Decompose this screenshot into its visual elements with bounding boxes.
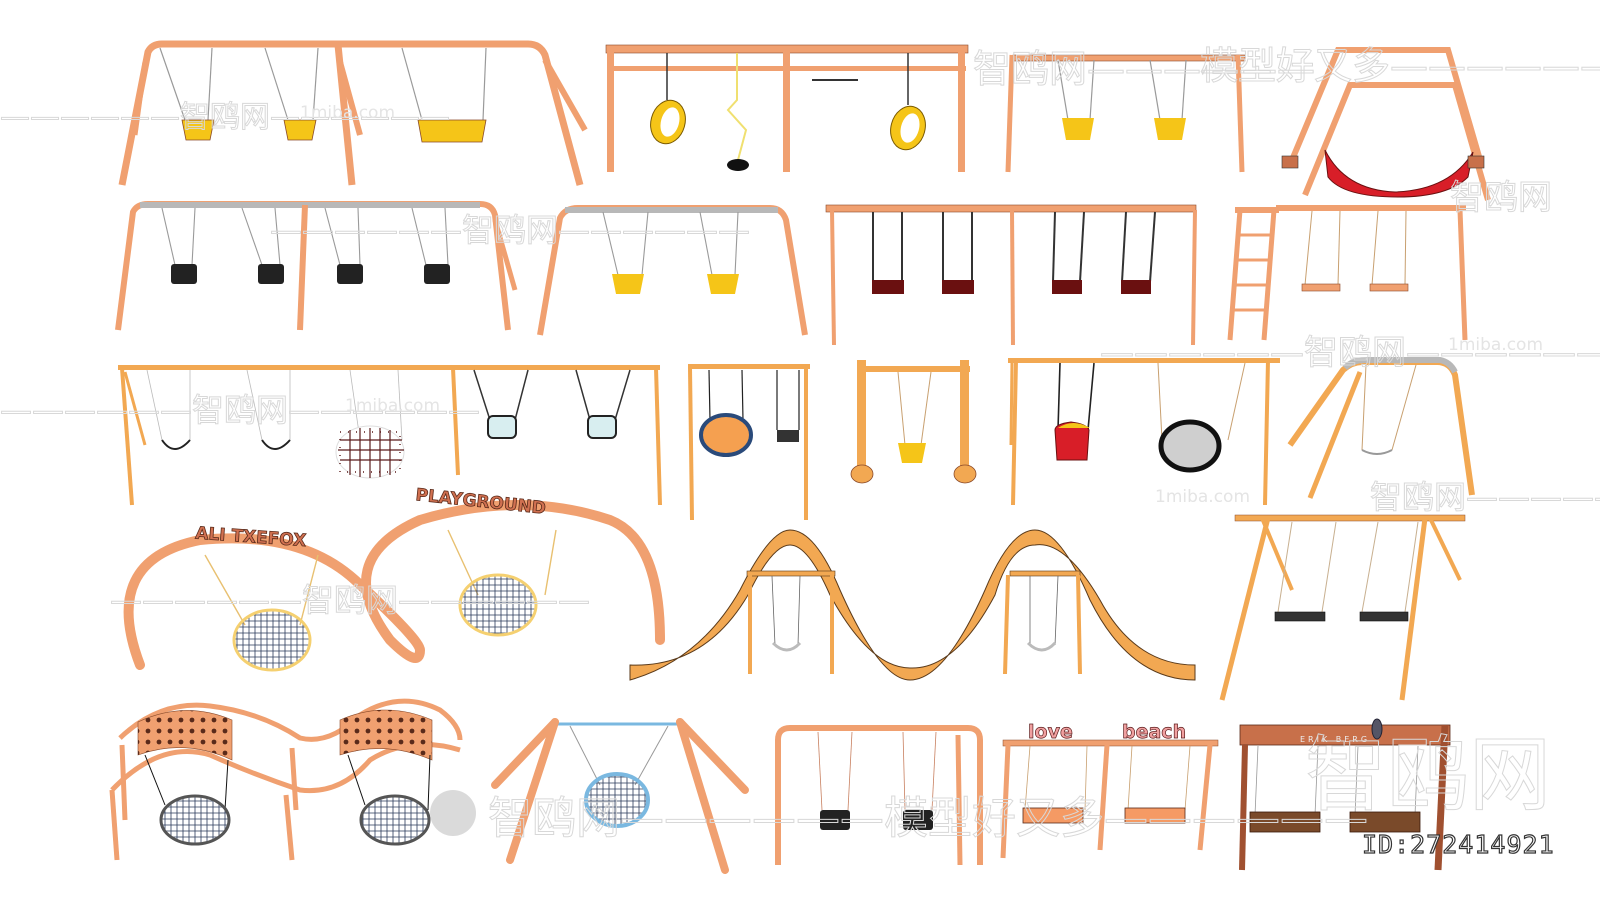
model-wave-slide-swings (629, 529, 1196, 681)
model-square-frame-nest (688, 364, 810, 521)
model-red-boat-swing (1281, 47, 1491, 201)
model-salmon-double-bucket (775, 725, 983, 866)
model-double-toddler-swing (1005, 54, 1246, 173)
model-post-single-toddler (850, 360, 977, 484)
sign-love: love (1028, 721, 1073, 743)
sign-ali-txefox: ALI TXEFOX (195, 523, 307, 551)
watermark-url-4: 1miba.com (1155, 487, 1251, 507)
model-spiral-arch-nest-swings: ALI TXEFOX PLAYGROUND (123, 485, 665, 672)
model-blue-rope-nest (491, 718, 749, 874)
watermark-logo-circle (430, 790, 476, 836)
model-ladder-swing-combo (1227, 205, 1468, 341)
sign-erik-berg: ERIK BERG (1300, 735, 1370, 744)
image-id-label: ID:272414921 (1361, 829, 1555, 859)
model-gray-top-single (1287, 357, 1475, 499)
model-wooden-erik-swing: ERIK BERG (1239, 718, 1451, 871)
model-long-wood-multi-swing (118, 365, 662, 506)
watermark-url-1: 1miba.com (300, 103, 396, 123)
model-wood-red-bucket-nest (1008, 358, 1280, 506)
model-wood-quad-red-seats (825, 204, 1197, 346)
sign-beach: beach (1122, 721, 1186, 743)
model-gray-top-double-toddler (537, 205, 808, 336)
model-triple-swing-salmon (118, 40, 588, 186)
model-love-beach-swing: love beach (1000, 721, 1219, 859)
model-gray-top-quad-swing (115, 201, 518, 331)
watermark-url-2: 1miba.com (1448, 335, 1544, 355)
watermark-url-3: 1miba.com (345, 396, 441, 416)
model-tire-ring-set (605, 44, 969, 172)
model-wave-perforated-nest (109, 698, 463, 861)
model-a-frame-flat-swing (1219, 514, 1466, 701)
